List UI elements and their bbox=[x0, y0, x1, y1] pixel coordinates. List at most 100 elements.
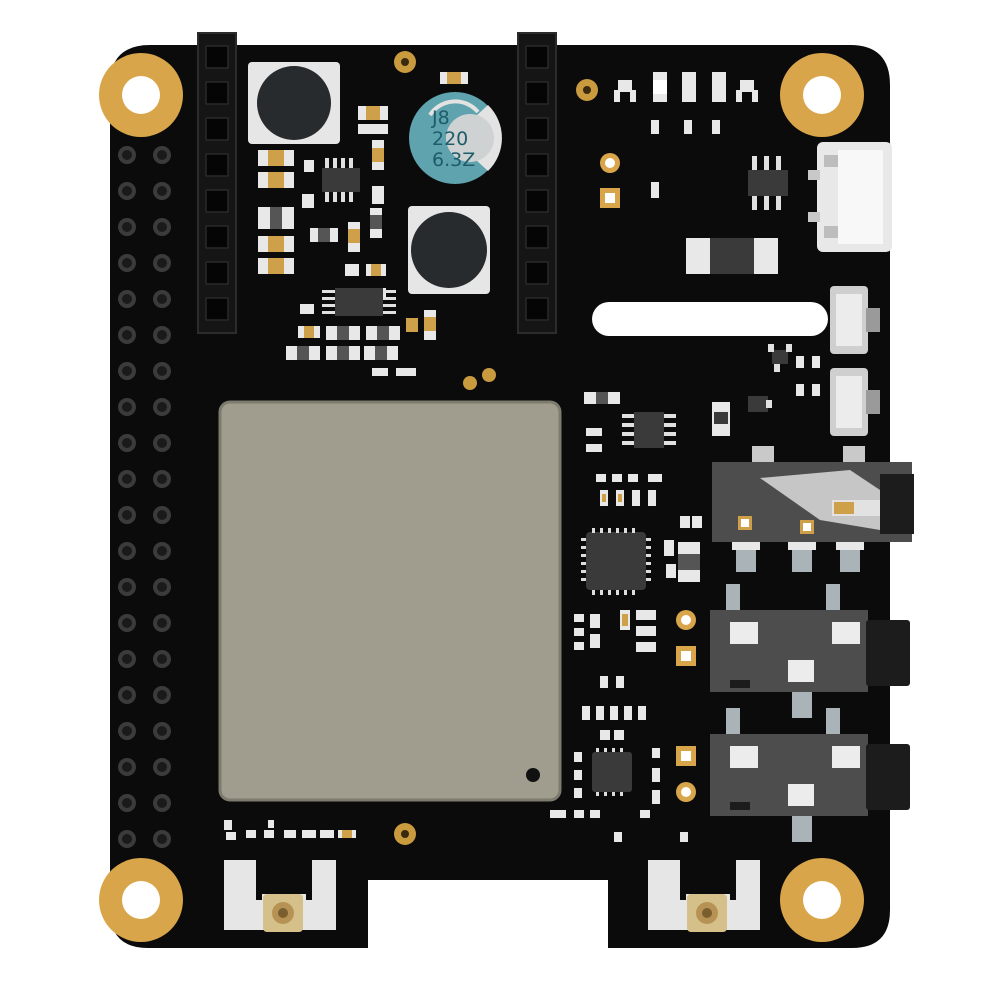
gpio-pin bbox=[118, 830, 136, 848]
inductor-small bbox=[686, 238, 778, 274]
gpio-pin bbox=[118, 722, 136, 740]
gpio-pin bbox=[153, 578, 171, 596]
electrolytic-capacitor: J8 220 6.3Z bbox=[409, 92, 502, 184]
gpio-pin bbox=[118, 650, 136, 668]
test-pad bbox=[676, 746, 696, 766]
gpio-pin bbox=[153, 434, 171, 452]
gpio-pin bbox=[118, 434, 136, 452]
gpio-pin bbox=[118, 254, 136, 272]
header-socket bbox=[205, 45, 229, 69]
header-socket bbox=[205, 153, 229, 177]
capacitor-label-line2: 220 bbox=[432, 128, 468, 150]
gpio-pin bbox=[153, 146, 171, 164]
main-module bbox=[218, 400, 562, 802]
micro-usb-port[interactable] bbox=[808, 142, 892, 252]
gpio-pin bbox=[153, 398, 171, 416]
gpio-pin bbox=[118, 614, 136, 632]
header-socket bbox=[205, 225, 229, 249]
capacitor-label-line1: J8 bbox=[431, 107, 450, 129]
antenna-connector-right[interactable] bbox=[648, 860, 760, 932]
ic-chip-mid-left bbox=[322, 288, 396, 316]
audio-jack-bottom[interactable] bbox=[710, 708, 910, 842]
gpio-pin bbox=[118, 290, 136, 308]
header-socket bbox=[525, 117, 549, 141]
via bbox=[394, 823, 416, 845]
gpio-header bbox=[118, 146, 171, 848]
ic-chip-right-middle bbox=[622, 412, 676, 448]
header-socket bbox=[525, 225, 549, 249]
gpio-pin bbox=[153, 542, 171, 560]
gpio-pin bbox=[118, 218, 136, 236]
gpio-pin bbox=[118, 578, 136, 596]
header-socket bbox=[205, 297, 229, 321]
mounting-hole-top-right bbox=[780, 53, 864, 137]
gpio-pin bbox=[153, 758, 171, 776]
gpio-pin bbox=[153, 362, 171, 380]
inductor-top bbox=[248, 62, 340, 144]
gpio-pin bbox=[118, 686, 136, 704]
test-pad bbox=[676, 646, 696, 666]
female-header-right bbox=[517, 32, 557, 334]
gpio-pin bbox=[118, 182, 136, 200]
header-socket bbox=[525, 45, 549, 69]
side-button-bottom[interactable] bbox=[830, 368, 880, 436]
header-socket bbox=[525, 81, 549, 105]
qfn-chip-small bbox=[592, 748, 632, 796]
gpio-pin bbox=[118, 398, 136, 416]
via bbox=[394, 51, 416, 73]
smd-components-row bbox=[286, 304, 436, 376]
gpio-pin bbox=[118, 362, 136, 380]
gpio-pin bbox=[153, 254, 171, 272]
inductor-middle bbox=[408, 206, 490, 294]
via bbox=[482, 368, 496, 382]
header-socket bbox=[525, 189, 549, 213]
gpio-pin bbox=[153, 218, 171, 236]
gpio-pin bbox=[118, 146, 136, 164]
gpio-pin bbox=[153, 830, 171, 848]
test-pad bbox=[676, 610, 696, 630]
ic-chip-usb bbox=[748, 156, 788, 210]
gpio-pin bbox=[153, 794, 171, 812]
gpio-pin bbox=[118, 326, 136, 344]
gpio-pin bbox=[118, 794, 136, 812]
header-socket bbox=[525, 261, 549, 285]
mounting-hole-bottom-right bbox=[780, 858, 864, 942]
gpio-pin bbox=[153, 506, 171, 524]
side-button-top[interactable] bbox=[830, 286, 880, 354]
smd-components-mid-right bbox=[584, 344, 820, 452]
gpio-pin bbox=[153, 614, 171, 632]
header-socket bbox=[205, 81, 229, 105]
gpio-pin bbox=[153, 182, 171, 200]
gpio-pin bbox=[118, 470, 136, 488]
smd-components-top bbox=[258, 72, 468, 300]
via bbox=[576, 79, 598, 101]
audio-jack-top[interactable] bbox=[712, 446, 914, 572]
mounting-hole-top-left bbox=[99, 53, 183, 137]
qfn-chip bbox=[581, 528, 651, 595]
board-slot bbox=[592, 302, 828, 336]
test-pad bbox=[600, 188, 620, 208]
via bbox=[463, 376, 477, 390]
female-header-left bbox=[197, 32, 237, 334]
gpio-pin bbox=[153, 722, 171, 740]
mounting-hole-bottom-left bbox=[99, 858, 183, 942]
header-socket bbox=[205, 117, 229, 141]
smd-components-lower bbox=[550, 610, 688, 842]
header-socket bbox=[525, 297, 549, 321]
gpio-pin bbox=[153, 326, 171, 344]
ic-chip-top-left bbox=[322, 158, 360, 202]
gpio-pin bbox=[153, 686, 171, 704]
header-socket bbox=[205, 189, 229, 213]
gpio-pin bbox=[118, 758, 136, 776]
gpio-pin bbox=[153, 470, 171, 488]
audio-jack-middle[interactable] bbox=[710, 584, 910, 718]
antenna-connector-left[interactable] bbox=[224, 860, 336, 932]
capacitor-label-line3: 6.3Z bbox=[432, 149, 475, 171]
resistor-array bbox=[596, 474, 702, 582]
header-socket bbox=[525, 153, 549, 177]
gpio-pin bbox=[118, 506, 136, 524]
gpio-pin bbox=[118, 542, 136, 560]
smd-components-bottom-left bbox=[224, 820, 356, 840]
gpio-pin bbox=[153, 290, 171, 308]
